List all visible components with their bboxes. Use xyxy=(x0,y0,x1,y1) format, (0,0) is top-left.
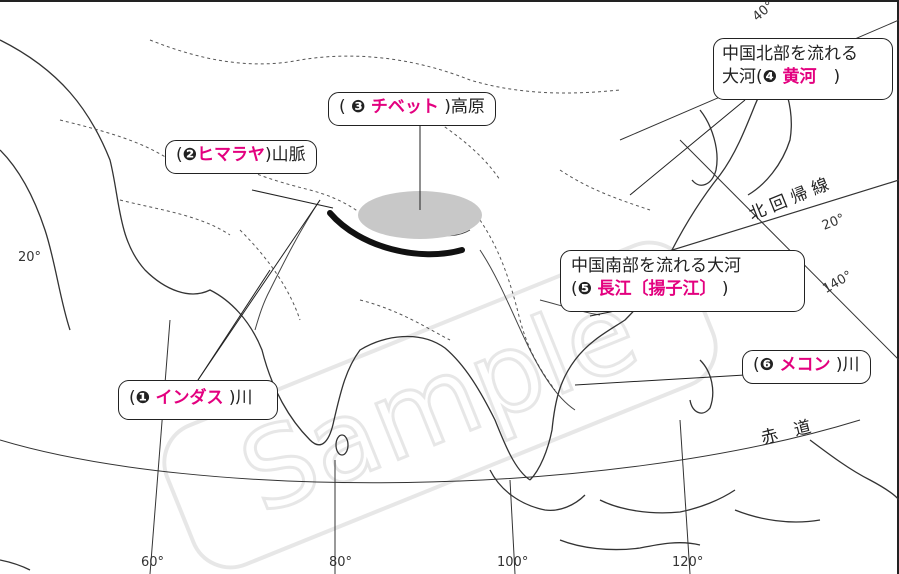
callout-changjiang: 中国南部を流れる大河 (❺ 長江〔揚子江〕 ) xyxy=(560,250,805,312)
lat-20-left-label: 20° xyxy=(18,250,42,265)
open-paren: ( xyxy=(753,355,760,375)
himalaya-arc xyxy=(327,210,465,258)
answer-tibet: チベット xyxy=(370,97,439,117)
close-paren: ) xyxy=(721,278,729,299)
open-paren: ( xyxy=(571,278,578,299)
lon-100-label: 100° xyxy=(497,555,529,570)
coastlines xyxy=(0,39,899,571)
callout-himalaya: (❷ヒマラヤ)山脈 xyxy=(165,140,317,174)
close-paren: ) xyxy=(833,66,841,87)
open-paren: ( xyxy=(339,97,346,117)
answer-indus: インダス xyxy=(155,388,224,408)
leader-mekong xyxy=(574,374,746,386)
number-3-icon: ❸ xyxy=(351,97,366,117)
leader-indus-a xyxy=(197,199,321,381)
leader-himalaya xyxy=(251,189,334,209)
answer-himalaya: ヒマラヤ xyxy=(197,145,266,165)
callout-indus: (❶ インダス )川 xyxy=(118,380,278,420)
tibetan-plateau-area xyxy=(358,191,482,239)
leader-indus-b xyxy=(197,269,271,381)
lon-60-label: 60° xyxy=(141,555,165,570)
number-5-icon: ❺ xyxy=(577,278,593,299)
open-paren: ( xyxy=(129,388,136,408)
changjiang-answer-line: (❺ 長江〔揚子江〕 ) xyxy=(571,278,794,301)
answer-huanghe: 黄河 xyxy=(782,66,817,87)
callout-mekong: (❻ メコン )川 xyxy=(742,350,871,384)
huanghe-answer-line: 大河(❹ 黄河 ) xyxy=(722,66,884,89)
open-paren: ( xyxy=(176,145,183,165)
callout-tibet: ( ❸ チベット )高原 xyxy=(328,92,496,126)
number-2-icon: ❷ xyxy=(182,145,198,165)
number-4-icon: ❹ xyxy=(762,66,778,87)
answer-changjiang: 長江〔揚子江〕 xyxy=(597,278,717,299)
huanghe-description: 中国北部を流れる xyxy=(722,44,858,64)
prefix-big-river: 大河( xyxy=(722,66,763,87)
callout-huanghe: 中国北部を流れる 大河(❹ 黄河 ) xyxy=(713,38,893,100)
leader-lines xyxy=(197,99,746,386)
leader-huanghe xyxy=(629,99,746,196)
suffix-plateau: )高原 xyxy=(444,97,485,117)
number-1-icon: ❶ xyxy=(135,388,151,408)
changjiang-description: 中国南部を流れる大河 xyxy=(571,256,741,276)
suffix-river: )川 xyxy=(228,388,253,408)
lon-80-label: 80° xyxy=(329,555,353,570)
suffix-river: )川 xyxy=(835,355,860,375)
number-6-icon: ❻ xyxy=(759,355,775,375)
lon-120-label: 120° xyxy=(672,555,704,570)
suffix-mountains: )山脈 xyxy=(265,145,306,165)
answer-mekong: メコン xyxy=(779,355,831,375)
